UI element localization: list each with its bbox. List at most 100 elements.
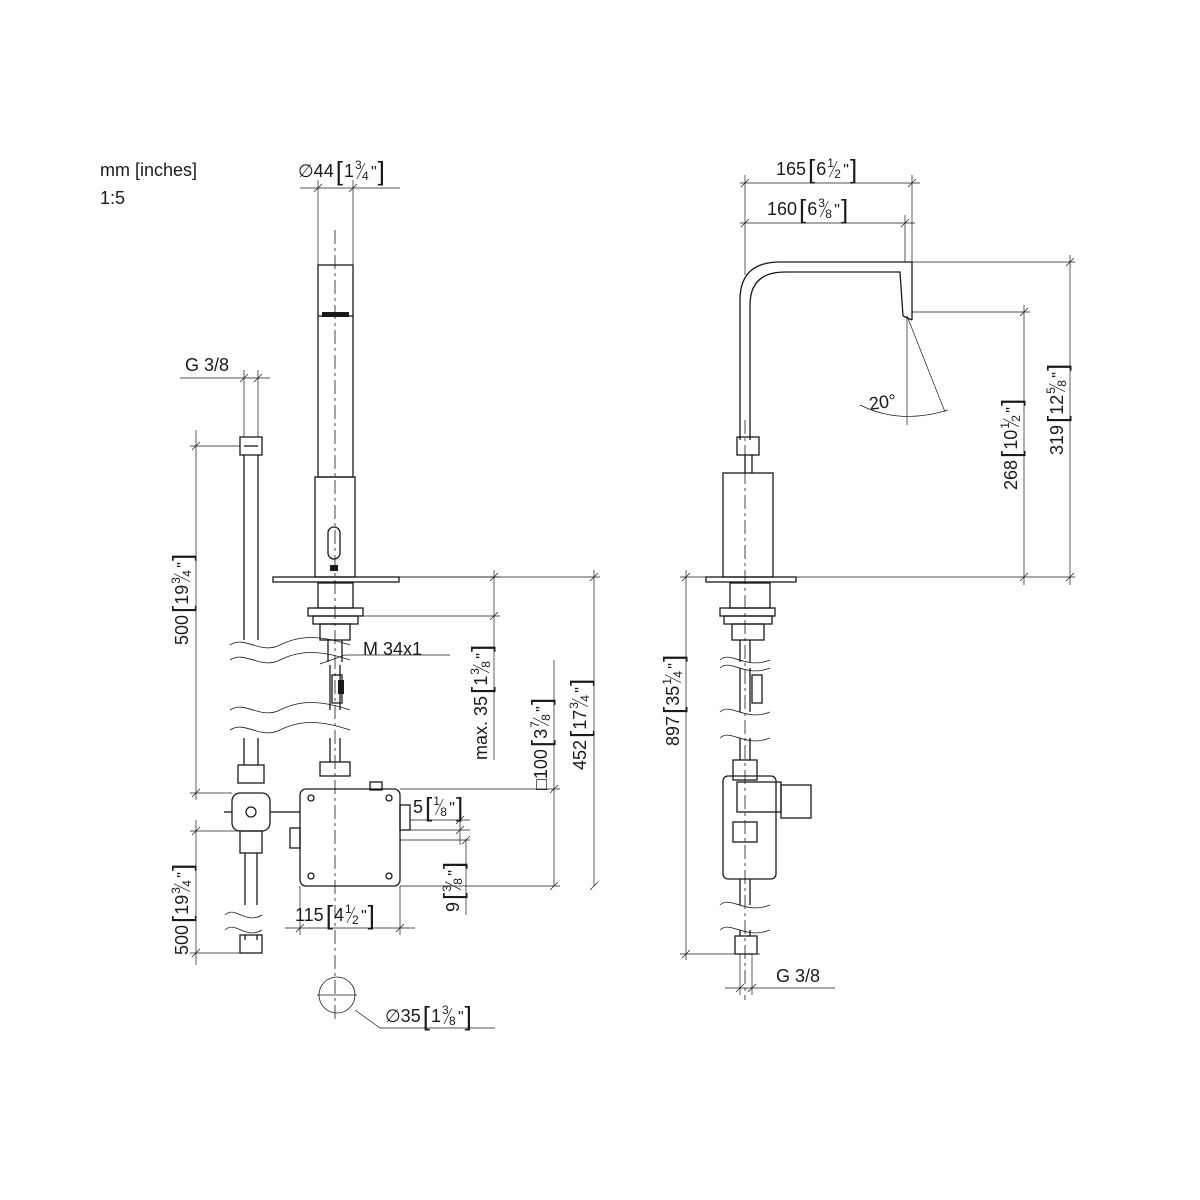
dim-bracket-close: ]	[438, 862, 468, 869]
dim-inch-den: 4	[578, 695, 592, 702]
dim-mm: 268	[1001, 460, 1021, 490]
dim-inch-whole: 17	[570, 710, 590, 730]
dim-text: 20°	[868, 390, 898, 414]
dim-bracket-open: [	[167, 915, 197, 923]
spout-nut	[736, 436, 760, 456]
dim-inch-num: 1	[345, 902, 352, 916]
dim-bracket-close: ]	[565, 679, 595, 686]
dim-mm: 160	[767, 199, 797, 219]
dim-frac-slash	[444, 881, 462, 891]
dim-inch-num: 5	[1044, 387, 1058, 394]
break-marks	[224, 637, 351, 934]
supply-hose	[319, 665, 351, 777]
dim-inch-den: 8	[440, 805, 447, 819]
dim-bracket-close: ]	[167, 554, 197, 561]
dimension-lines	[180, 175, 1075, 1029]
dim-inch-num: 3	[440, 885, 454, 892]
dim-frac-slash	[1048, 383, 1066, 393]
dim-tick	[589, 572, 599, 582]
dim-bracket-close: ]	[465, 1001, 472, 1031]
dim-tick	[191, 826, 201, 836]
front-view	[224, 230, 411, 1020]
spout-arc	[739, 261, 913, 440]
dim-tick	[191, 788, 201, 798]
dim-inch-mark: "	[446, 870, 463, 876]
dim-bracket-close: ]	[368, 900, 375, 930]
dim-inch-num: 3	[567, 702, 581, 709]
dim-mm: □100	[531, 749, 551, 790]
dim-tick	[549, 784, 559, 794]
mounting-nut	[307, 582, 364, 662]
dim-bracket-open: [	[336, 156, 344, 186]
dim-frac-slash	[819, 200, 829, 218]
dim-inch-mark: "	[474, 653, 491, 659]
dim-bracket-open: [	[425, 792, 433, 822]
dim-bracket-close: ]	[996, 399, 1026, 406]
dim-inch-whole: 3	[531, 729, 551, 739]
dim-mm: 319	[1047, 425, 1067, 455]
dim-tick	[295, 923, 305, 933]
dim-tick	[735, 983, 745, 993]
dim-inch-num: 1	[433, 794, 440, 808]
deck-plate	[272, 576, 400, 583]
dim-tick	[455, 815, 465, 825]
dim-bracket-open: [	[565, 730, 595, 738]
dim-text: G 3/8	[185, 355, 229, 375]
dim-inch-den: 4	[180, 570, 194, 577]
dim-frac-slash	[173, 573, 191, 583]
dim-tick	[900, 218, 910, 228]
dim-inch-mark: "	[666, 663, 683, 669]
dim-inch-den: 2	[834, 167, 841, 181]
dim-bracket-open: [	[167, 605, 197, 613]
dim-inch-num: 1	[827, 156, 834, 170]
dim-tick	[489, 572, 499, 582]
dim-inch-den: 8	[539, 714, 553, 721]
dim-inch-den: 4	[180, 880, 194, 887]
dim-tick	[681, 572, 691, 582]
dim-inch-den: 8	[449, 1014, 456, 1028]
dim-tick	[1065, 257, 1075, 267]
dim-frac-slash	[664, 674, 682, 684]
dim-inch-num: 3	[468, 668, 482, 675]
dim-mm: 5	[413, 797, 423, 817]
dim-mm: ∅35	[385, 1006, 421, 1026]
dim-bracket-close: ]	[526, 698, 556, 705]
dim-tick	[1065, 572, 1075, 582]
dim-tick	[253, 373, 263, 383]
dim-bracket-open: [	[658, 706, 688, 714]
dim-frac-slash	[532, 717, 550, 727]
side-view	[705, 261, 913, 1000]
dim-text: M 34x1	[363, 639, 422, 659]
dim-bracket-close: ]	[841, 194, 848, 224]
dim-inch-num: 7	[528, 721, 542, 728]
dim-bracket-open: [	[466, 686, 496, 694]
dim-inch-mark: "	[534, 706, 551, 712]
dim-inch-whole: 1	[431, 1006, 441, 1026]
dim-frac-slash	[356, 162, 366, 180]
dim-tick	[455, 825, 465, 835]
dim-inch-num: 3	[818, 196, 825, 210]
dim-inch-whole: 1	[471, 676, 491, 686]
dim-bracket-close: ]	[1042, 364, 1072, 371]
dim-bracket-close: ]	[850, 154, 857, 184]
dim-inch-mark: "	[1004, 407, 1021, 413]
spout-base	[722, 472, 774, 578]
dim-inch-den: 8	[1055, 380, 1069, 387]
dim-m34: M 34x1	[363, 639, 422, 659]
dimension-ticks	[191, 178, 1075, 993]
dim-bracket-close: ]	[456, 792, 463, 822]
dim-inch-whole: 19	[172, 895, 192, 915]
dim-inch-den: 8	[451, 878, 465, 885]
dim-frac-slash	[443, 1007, 453, 1025]
dim-inch-den: 2	[1009, 415, 1023, 422]
spout-body	[314, 264, 356, 578]
dim-tick	[395, 923, 405, 933]
